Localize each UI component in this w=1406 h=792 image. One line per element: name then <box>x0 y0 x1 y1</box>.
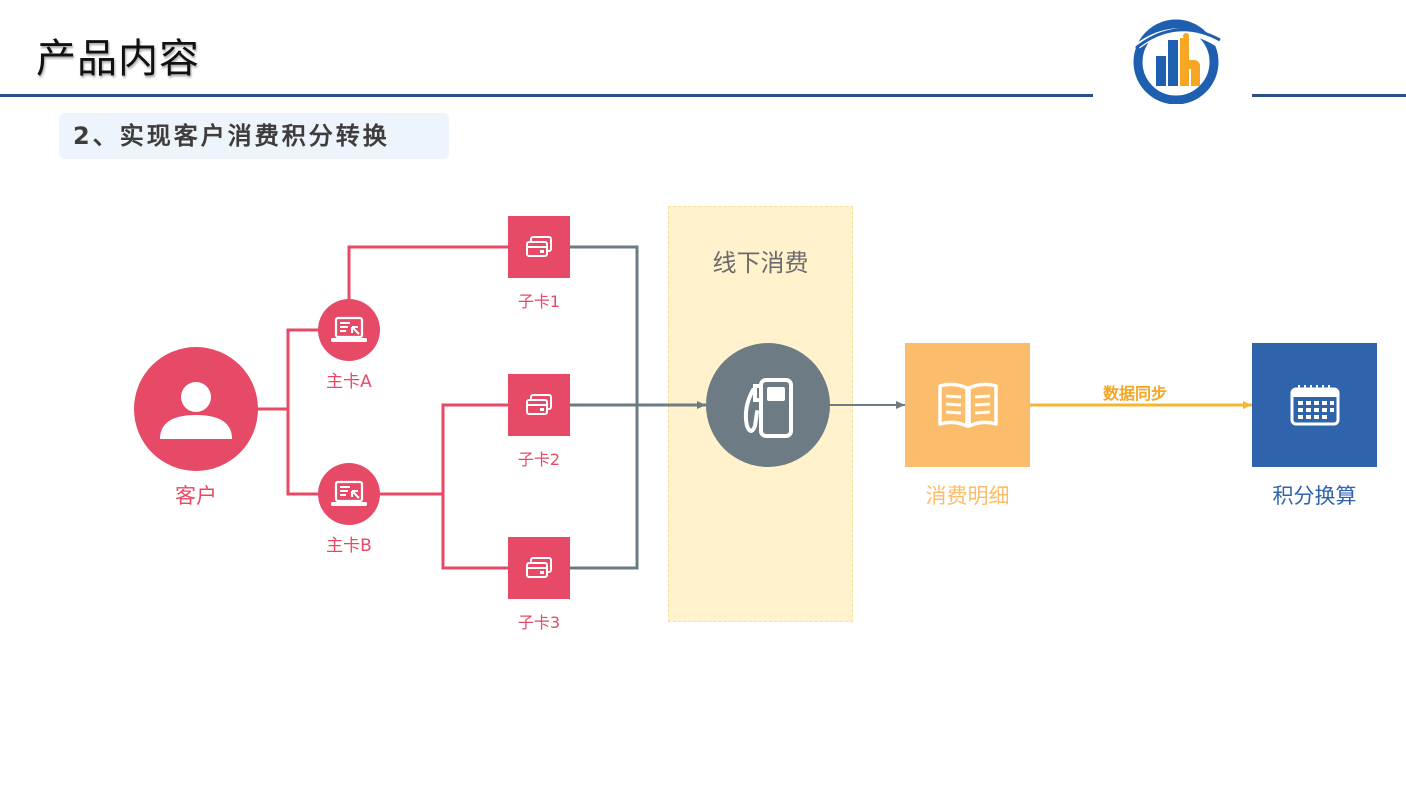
fuel-pump-icon <box>743 378 793 438</box>
sub-card-1-label: 子卡1 <box>517 292 561 311</box>
link-sub-1-offline <box>570 245 639 405</box>
offline-consumption-node <box>706 343 830 467</box>
main-card-b-node <box>318 463 380 525</box>
link-main-b-sub-2 <box>380 403 508 496</box>
user-icon <box>160 382 232 439</box>
company-logo-icon <box>1133 19 1221 104</box>
link-main-b-sub-3 <box>441 494 508 570</box>
customer-node <box>134 347 258 471</box>
sub-card-3-node <box>508 537 570 599</box>
sub-card-2-label: 子卡2 <box>517 450 561 469</box>
link-main-a-sub-1 <box>347 245 508 299</box>
cards-icon <box>526 557 552 578</box>
customer-label: 客户 <box>175 484 217 508</box>
consumption-detail-label: 消费明细 <box>925 484 1010 508</box>
page-title: 产品内容 <box>36 36 200 82</box>
link-customer-main-b <box>286 409 318 496</box>
main-card-a-node <box>318 299 380 361</box>
points-conversion-label: 积分换算 <box>1272 484 1357 508</box>
main-card-a-label: 主卡A <box>326 372 372 392</box>
link-customer-main-a <box>257 328 318 411</box>
points-conversion-node <box>1252 343 1377 467</box>
data-sync-label: 数据同步 <box>1102 384 1167 403</box>
laptop-icon <box>331 316 367 342</box>
offline-consumption-label: 线下消费 <box>712 249 809 277</box>
sub-card-1-node <box>508 216 570 278</box>
sub-card-3-label: 子卡3 <box>517 613 561 632</box>
header-rule-left <box>0 94 1093 97</box>
open-book-icon <box>937 382 998 428</box>
consumption-detail-node <box>905 343 1030 467</box>
main-card-b-label: 主卡B <box>326 536 372 556</box>
section-subtitle: 2、实现客户消费积分转换 <box>59 113 449 159</box>
cards-icon <box>526 236 552 257</box>
cards-icon <box>526 394 552 415</box>
laptop-icon <box>331 480 367 506</box>
header-rule-right <box>1252 94 1406 97</box>
sub-card-2-node <box>508 374 570 436</box>
calendar-icon <box>1290 385 1339 426</box>
link-sub-3-offline <box>570 405 639 570</box>
